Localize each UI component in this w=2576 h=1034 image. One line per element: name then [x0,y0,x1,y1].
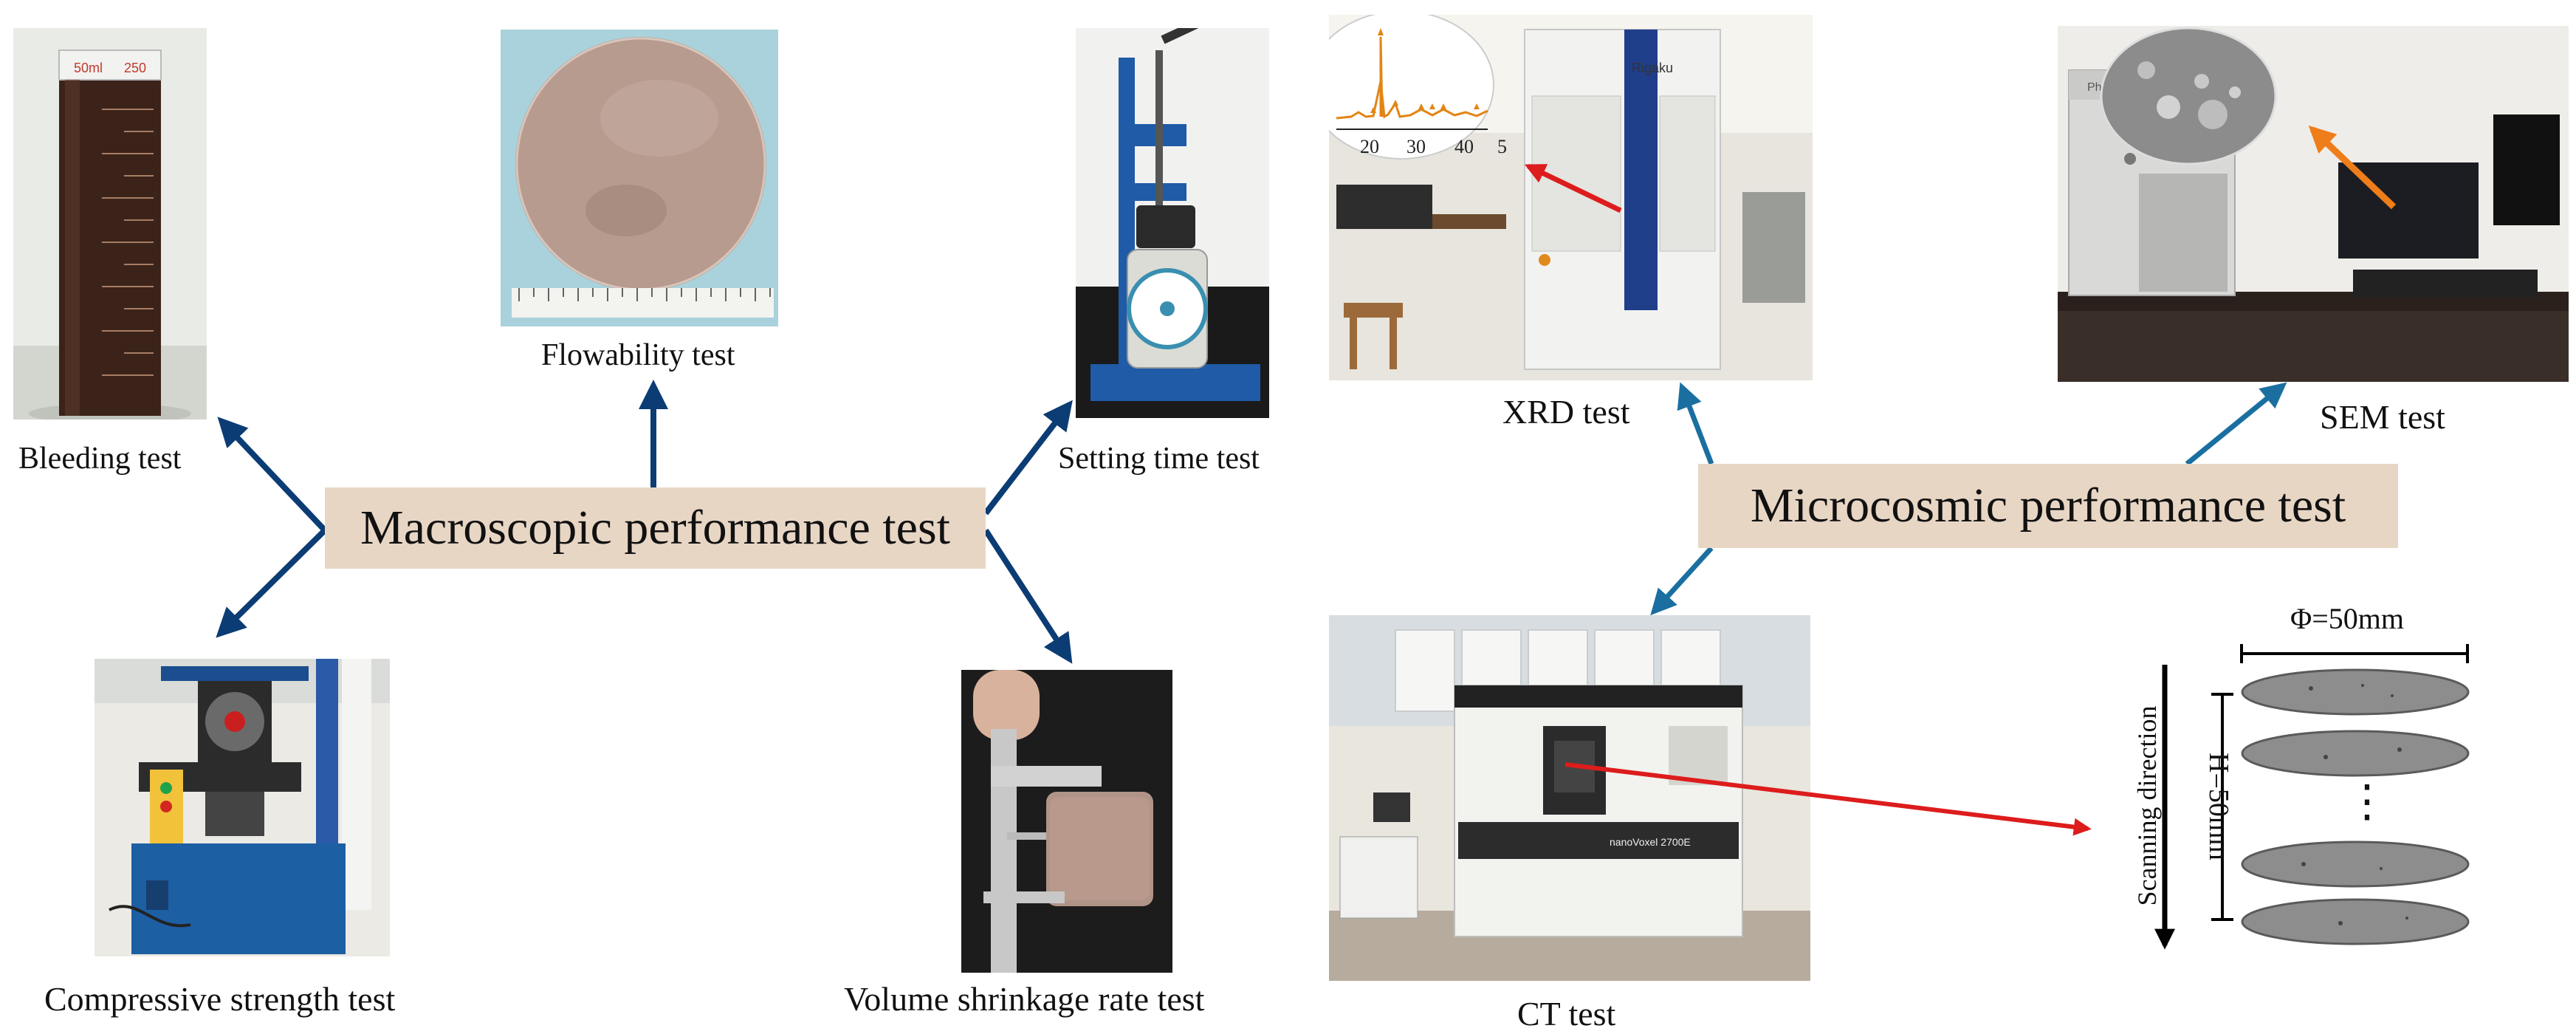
sem-photo: Phenom [2058,26,2569,382]
arrow-to-setting-time [983,400,1073,516]
cylinder-top-text: 250 [124,61,146,75]
scan-slice [2241,898,2470,945]
height-label: H=50mm [2203,753,2234,860]
arrow-to-xrd [1677,382,1714,465]
compressive-label: Compressive strength test [44,980,396,1018]
bleeding-label: Bleeding test [18,442,182,476]
arrow-to-bleeding [217,417,327,533]
arrow-to-sem [2185,382,2287,466]
slice-ellipsis: ⋮ [2345,777,2389,826]
ct-photo: nanoVoxel 2700E [1329,615,1810,981]
bleeding-photo: 50ml 250 [13,28,207,420]
arrow-to-shrinkage [983,528,1073,664]
microcosmic-hub-label: Microcosmic performance test [1750,479,2346,533]
microcosmic-hub: Microcosmic performance test [1698,464,2398,548]
ct-label: CT test [1517,995,1616,1033]
xrd-brand-text: Rigaku [1632,61,1673,75]
scanning-direction-label: Scanning direction [2132,705,2162,906]
xrd-tick-50: 5 [1497,136,1507,157]
sem-label: SEM test [2320,398,2445,436]
arrow-to-ct [1650,546,1714,616]
xrd-photo: Rigaku 20 30 40 5 [1329,15,1813,380]
xrd-tick-30: 30 [1407,136,1426,157]
flowability-photo [501,30,778,326]
ct-brand-text: nanoVoxel 2700E [1610,836,1691,848]
setting-time-photo [1076,28,1269,418]
shrinkage-label: Volume shrinkage rate test [844,980,1205,1018]
xrd-tick-40: 40 [1454,136,1474,157]
flowability-label: Flowability test [541,338,735,372]
diameter-label: Φ=50mm [2290,602,2405,635]
scan-slice [2241,730,2470,777]
xrd-tick-20: 20 [1360,136,1379,157]
cylinder-mark-text: 50ml [74,61,103,75]
xrd-label: XRD test [1502,393,1630,431]
scan-slice [2241,668,2470,716]
macroscopic-hub-label: Macroscopic performance test [360,501,950,555]
arrow-to-compressive [216,528,327,638]
shrinkage-photo [961,670,1172,973]
compressive-photo [95,659,390,956]
scan-slice [2241,840,2470,888]
setting-time-label: Setting time test [1058,442,1260,476]
macroscopic-hub: Macroscopic performance test [325,487,986,569]
